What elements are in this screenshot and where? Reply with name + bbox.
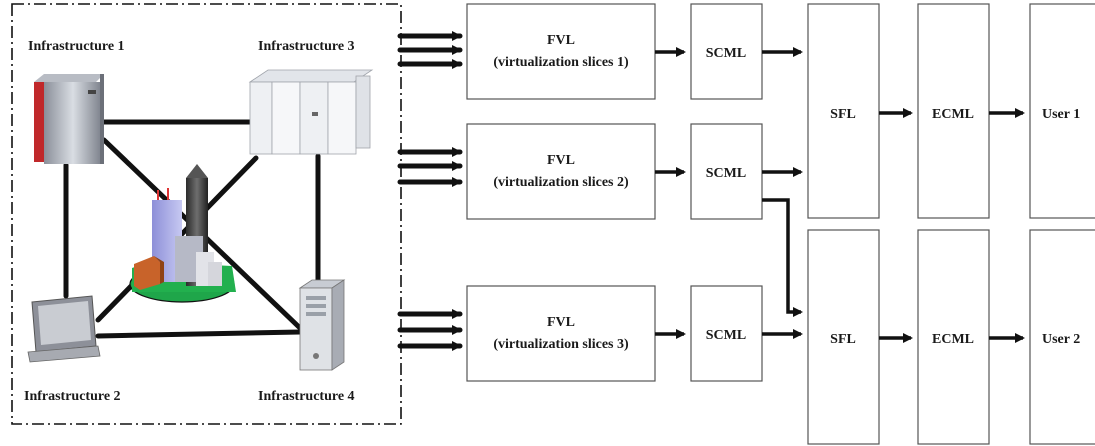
infra2-label: Infrastructure 2 — [24, 389, 121, 404]
scml-2-label: SCML — [706, 166, 746, 181]
fvl-1-title: FVL — [547, 33, 575, 48]
infra3-label: Infrastructure 3 — [258, 39, 355, 54]
desktop-computer-icon — [27, 295, 101, 363]
sfl-box-2 — [807, 229, 880, 445]
ecml-1-label: ECML — [932, 107, 974, 122]
fvl-box-2 — [466, 123, 656, 220]
scml-box-2 — [690, 123, 763, 220]
scml2-to-sfl2-arrow — [762, 198, 803, 317]
ecml-box-1 — [917, 3, 990, 219]
mainframe-server-icon — [34, 74, 104, 164]
ecml-2-label: ECML — [932, 332, 974, 347]
input-arrows — [397, 31, 463, 351]
fvl-2-subtitle: (virtualization slices 2) — [493, 175, 629, 190]
fvl-1-subtitle: (virtualization slices 1) — [493, 55, 629, 70]
sfl-1-label: SFL — [830, 107, 856, 122]
fvl-box-1 — [466, 3, 656, 100]
city-network-icon — [129, 164, 236, 303]
scml-3-label: SCML — [706, 328, 746, 343]
user-2-label: User 2 — [1042, 332, 1080, 347]
sfl-box-1 — [807, 3, 880, 219]
server-cabinet-icon — [248, 69, 374, 155]
fvl-2-title: FVL — [547, 153, 575, 168]
scml-box-3 — [690, 285, 763, 382]
infra1-label: Infrastructure 1 — [28, 39, 125, 54]
fvl-3-subtitle: (virtualization slices 3) — [493, 337, 629, 352]
infra4-label: Infrastructure 4 — [258, 389, 355, 404]
user-1-label: User 1 — [1042, 107, 1080, 122]
tower-pc-icon — [298, 279, 346, 371]
scml-1-label: SCML — [706, 46, 746, 61]
fvl-3-title: FVL — [547, 315, 575, 330]
user-box-2 — [1029, 229, 1095, 445]
infrastructure-enclosure — [11, 3, 402, 425]
fvl-box-3 — [466, 285, 656, 382]
sfl-2-label: SFL — [830, 332, 856, 347]
user-box-1 — [1029, 3, 1095, 219]
